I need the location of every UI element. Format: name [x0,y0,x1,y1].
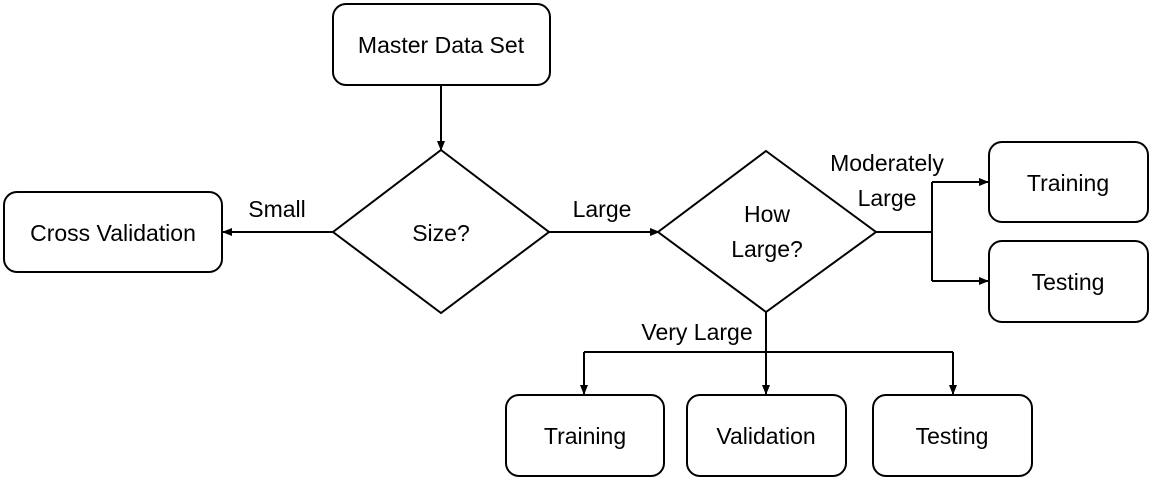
node-cross-validation-label: Cross Validation [30,220,196,246]
edge-label-small: Small [248,196,306,222]
edge-label-large: Large [573,196,632,222]
node-testing-very: Testing [872,394,1033,477]
decision-size-label: Size? [412,220,470,246]
decision-how-large: How Large? [656,149,878,314]
edge-label-moderately-large-line1: Moderately [830,150,944,176]
node-testing-very-label: Testing [916,423,989,449]
node-testing-moderate: Testing [988,240,1149,323]
decision-how-large-line2: Large? [731,236,803,262]
edge-label-moderately-large-line2: Large [858,185,917,211]
decision-size: Size? [331,148,551,315]
node-training-moderate-label: Training [1027,170,1109,196]
node-training-very-label: Training [544,423,626,449]
edge-label-very-large: Very Large [641,319,752,345]
node-cross-validation: Cross Validation [3,191,223,273]
node-master-data-set-label: Master Data Set [358,32,525,58]
node-validation-very: Validation [686,394,847,477]
node-training-moderate: Training [988,141,1149,223]
node-testing-moderate-label: Testing [1032,269,1105,295]
edges [222,85,989,395]
node-master-data-set: Master Data Set [332,3,551,86]
decision-how-large-line1: How [744,201,790,227]
node-validation-very-label: Validation [716,423,815,449]
node-training-very: Training [505,394,665,477]
